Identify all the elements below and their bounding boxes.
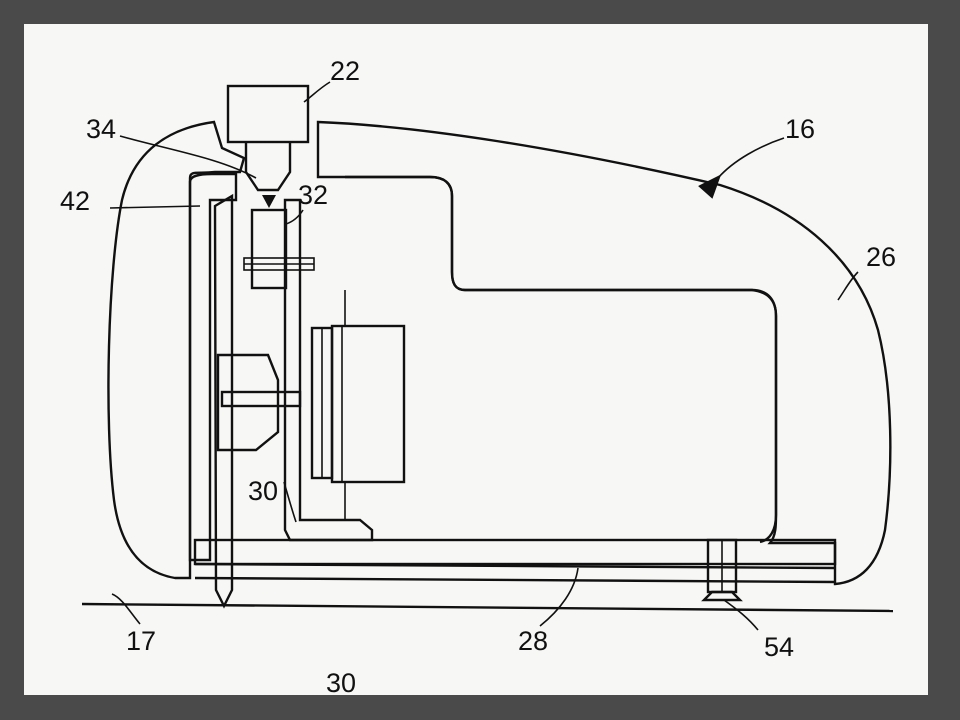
leader-42 (109, 205, 201, 209)
label-34: 34 (86, 114, 116, 144)
button-22 (226, 84, 310, 144)
axle (220, 390, 302, 408)
mounting-plate-32 (283, 198, 374, 542)
vertical-shaft (213, 193, 234, 609)
encoder-body (330, 324, 406, 484)
leader-32 (285, 209, 304, 225)
label-28: 28 (518, 626, 548, 656)
label-26: 26 (866, 242, 896, 272)
leader-30a (283, 481, 297, 523)
label-54: 54 (764, 632, 794, 662)
label-42: 42 (60, 186, 90, 216)
leader-54 (723, 599, 759, 631)
label-17: 17 (126, 626, 156, 656)
leader-22 (303, 81, 331, 103)
label-32: 32 (298, 180, 328, 210)
label-16: 16 (785, 114, 815, 144)
button-stem (244, 142, 292, 192)
switch-block (250, 208, 288, 290)
leader-28 (539, 567, 579, 627)
wheel-hub (216, 353, 280, 452)
label-30-lower: 30 (326, 668, 356, 698)
leader-34 (119, 135, 257, 179)
base-plate-28 (193, 538, 837, 566)
leader-17 (111, 593, 141, 625)
housing-shell (107, 120, 246, 580)
ground-line (81, 602, 894, 613)
leader-26 (837, 271, 859, 301)
label-30-upper: 30 (248, 476, 278, 506)
actuator-tip (262, 195, 276, 208)
arrow-16 (698, 137, 785, 199)
interior-cavity (345, 175, 778, 544)
inner-wall-42 (188, 172, 238, 562)
drawing-sheet (24, 24, 928, 695)
label-22: 22 (330, 56, 360, 86)
